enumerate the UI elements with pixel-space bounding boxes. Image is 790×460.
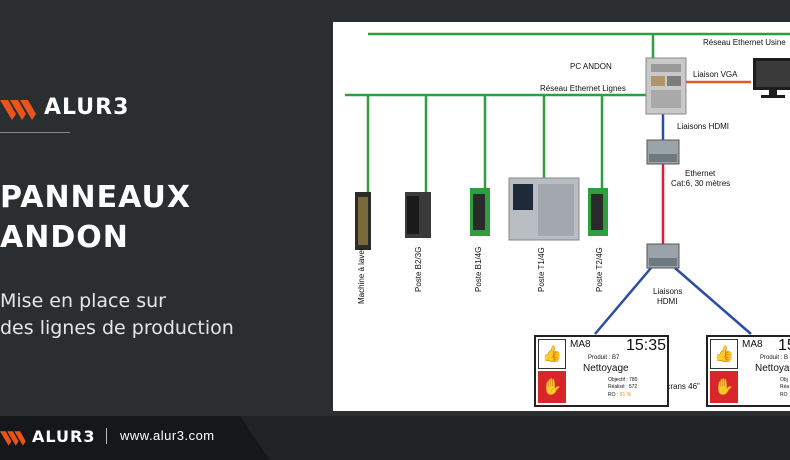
alur3-logo-icon xyxy=(0,99,36,120)
screen-ro: RO xyxy=(780,392,788,398)
label-liaisons-hdmi-2b: HDMI xyxy=(657,297,678,306)
brand-logo: ALUR3 xyxy=(0,95,129,120)
screen-produit: Produit : B7 xyxy=(588,355,620,361)
screen-produit: Produit : B xyxy=(760,355,789,361)
brand-name: ALUR3 xyxy=(44,95,130,120)
screen-objectif: Objectif : 780 xyxy=(608,377,638,383)
label-ecrans: Ecrans 46" xyxy=(661,382,700,391)
screen-time: 15:35 xyxy=(626,337,667,354)
screen-ro: RO : 91 % xyxy=(608,392,632,398)
screen-objectif: Obj xyxy=(780,377,788,383)
andon-screen-2: 👍 ✋ MA8 15 Produit : B Nettoyage Obj Réa… xyxy=(706,335,790,407)
screen-line: MA8 xyxy=(742,339,763,350)
station-label-5: Poste T2/4G xyxy=(595,247,604,292)
station-label-4: Poste T1/4G xyxy=(537,247,546,292)
thumbs-up-icon: 👍 xyxy=(538,339,566,369)
screen-operation: Nettoyage xyxy=(755,363,790,374)
footer-tab xyxy=(0,416,270,460)
footer-logo: ALUR3 xyxy=(0,427,95,446)
station-label-2: Poste B2/3G xyxy=(414,246,423,292)
andon-network-diagram: Réseau Ethernet Usine PC ANDON Liaison V… xyxy=(333,22,790,411)
label-ethernet: Ethernet xyxy=(685,169,716,178)
subtitle-line-2: des lignes de production xyxy=(0,317,234,339)
alur3-logo-icon xyxy=(0,430,26,446)
label-liaisons-hdmi-2a: Liaisons xyxy=(653,287,683,296)
label-ethernet-spec: Cat:6, 30 mètres xyxy=(671,179,731,188)
station-label-3: Poste B1/4G xyxy=(474,246,483,292)
stop-hand-icon: ✋ xyxy=(710,371,738,403)
title-line-1: PANNEAUX xyxy=(0,180,191,215)
screen-operation: Nettoyage xyxy=(583,363,629,374)
title-line-2: ANDON xyxy=(0,220,129,255)
label-liaison-vga: Liaison VGA xyxy=(693,70,738,79)
divider xyxy=(0,132,70,133)
label-network-usine: Réseau Ethernet Usine xyxy=(703,38,786,47)
diagram-wires xyxy=(345,32,790,335)
station-label-1: Machine à laver xyxy=(357,247,366,304)
thumbs-up-icon: 👍 xyxy=(710,339,738,369)
label-liaisons-hdmi-1: Liaisons HDMI xyxy=(677,122,730,131)
website-link[interactable]: www.alur3.com xyxy=(120,428,215,443)
page-subtitle: Mise en place sur des lignes de producti… xyxy=(0,288,234,342)
label-network-lignes: Réseau Ethernet Lignes xyxy=(540,84,626,93)
screen-line: MA8 xyxy=(570,339,591,350)
andon-screen-1: 👍 ✋ MA8 15:35 Produit : B7 Nettoyage Obj… xyxy=(534,335,669,407)
footer-brand-name: ALUR3 xyxy=(32,427,96,446)
page-title: PANNEAUX ANDON xyxy=(0,178,191,258)
label-pc-andon: PC ANDON xyxy=(570,62,612,71)
screen-realise: Réalisé : 572 xyxy=(608,384,638,390)
screen-time: 15 xyxy=(778,337,790,354)
subtitle-line-1: Mise en place sur xyxy=(0,290,166,312)
screen-realise: Réa xyxy=(780,384,790,390)
stop-hand-icon: ✋ xyxy=(538,371,566,403)
footer-divider xyxy=(106,428,107,444)
